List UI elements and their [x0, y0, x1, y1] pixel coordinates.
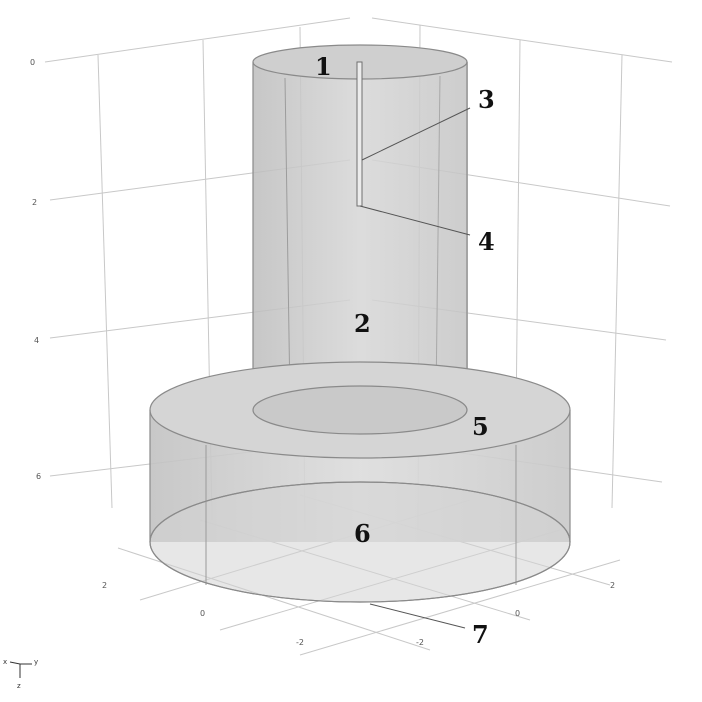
floor-left-ticks: 2 0 -2 [102, 581, 304, 647]
tick-fr-0: -2 [416, 638, 424, 647]
tick-v-4: 4 [34, 336, 39, 345]
axis-triad: x y z [3, 658, 38, 690]
callout-7: 7 [472, 620, 489, 649]
floor-right-ticks: -2 0 2 [416, 581, 615, 647]
tick-v-2: 2 [32, 198, 37, 207]
tick-fl-0: 2 [102, 581, 107, 590]
vertical-axis-ticks: 0 2 4 6 [30, 58, 41, 481]
callout-1: 1 [315, 52, 332, 81]
tick-fl-1: 0 [200, 609, 205, 618]
triad-x-label: x [3, 658, 7, 666]
callout-3: 3 [478, 85, 495, 114]
tick-fr-2: 2 [610, 581, 615, 590]
callout-6: 6 [354, 519, 371, 548]
tick-v-6: 6 [36, 472, 41, 481]
callout-4: 4 [478, 227, 495, 256]
callout-5: 5 [472, 412, 489, 441]
triad-y-label: y [34, 658, 38, 666]
callout-labels: 1 2 3 4 5 6 7 [315, 52, 495, 649]
tick-v-0: 0 [30, 58, 35, 67]
probe-rod[interactable] [356, 61, 363, 207]
tick-fl-2: -2 [296, 638, 304, 647]
leader-lines [359, 107, 471, 629]
triad-z-label: z [17, 682, 21, 690]
base-cylinder[interactable] [149, 361, 571, 603]
callout-2: 2 [354, 309, 371, 338]
tick-fr-1: 0 [515, 609, 520, 618]
